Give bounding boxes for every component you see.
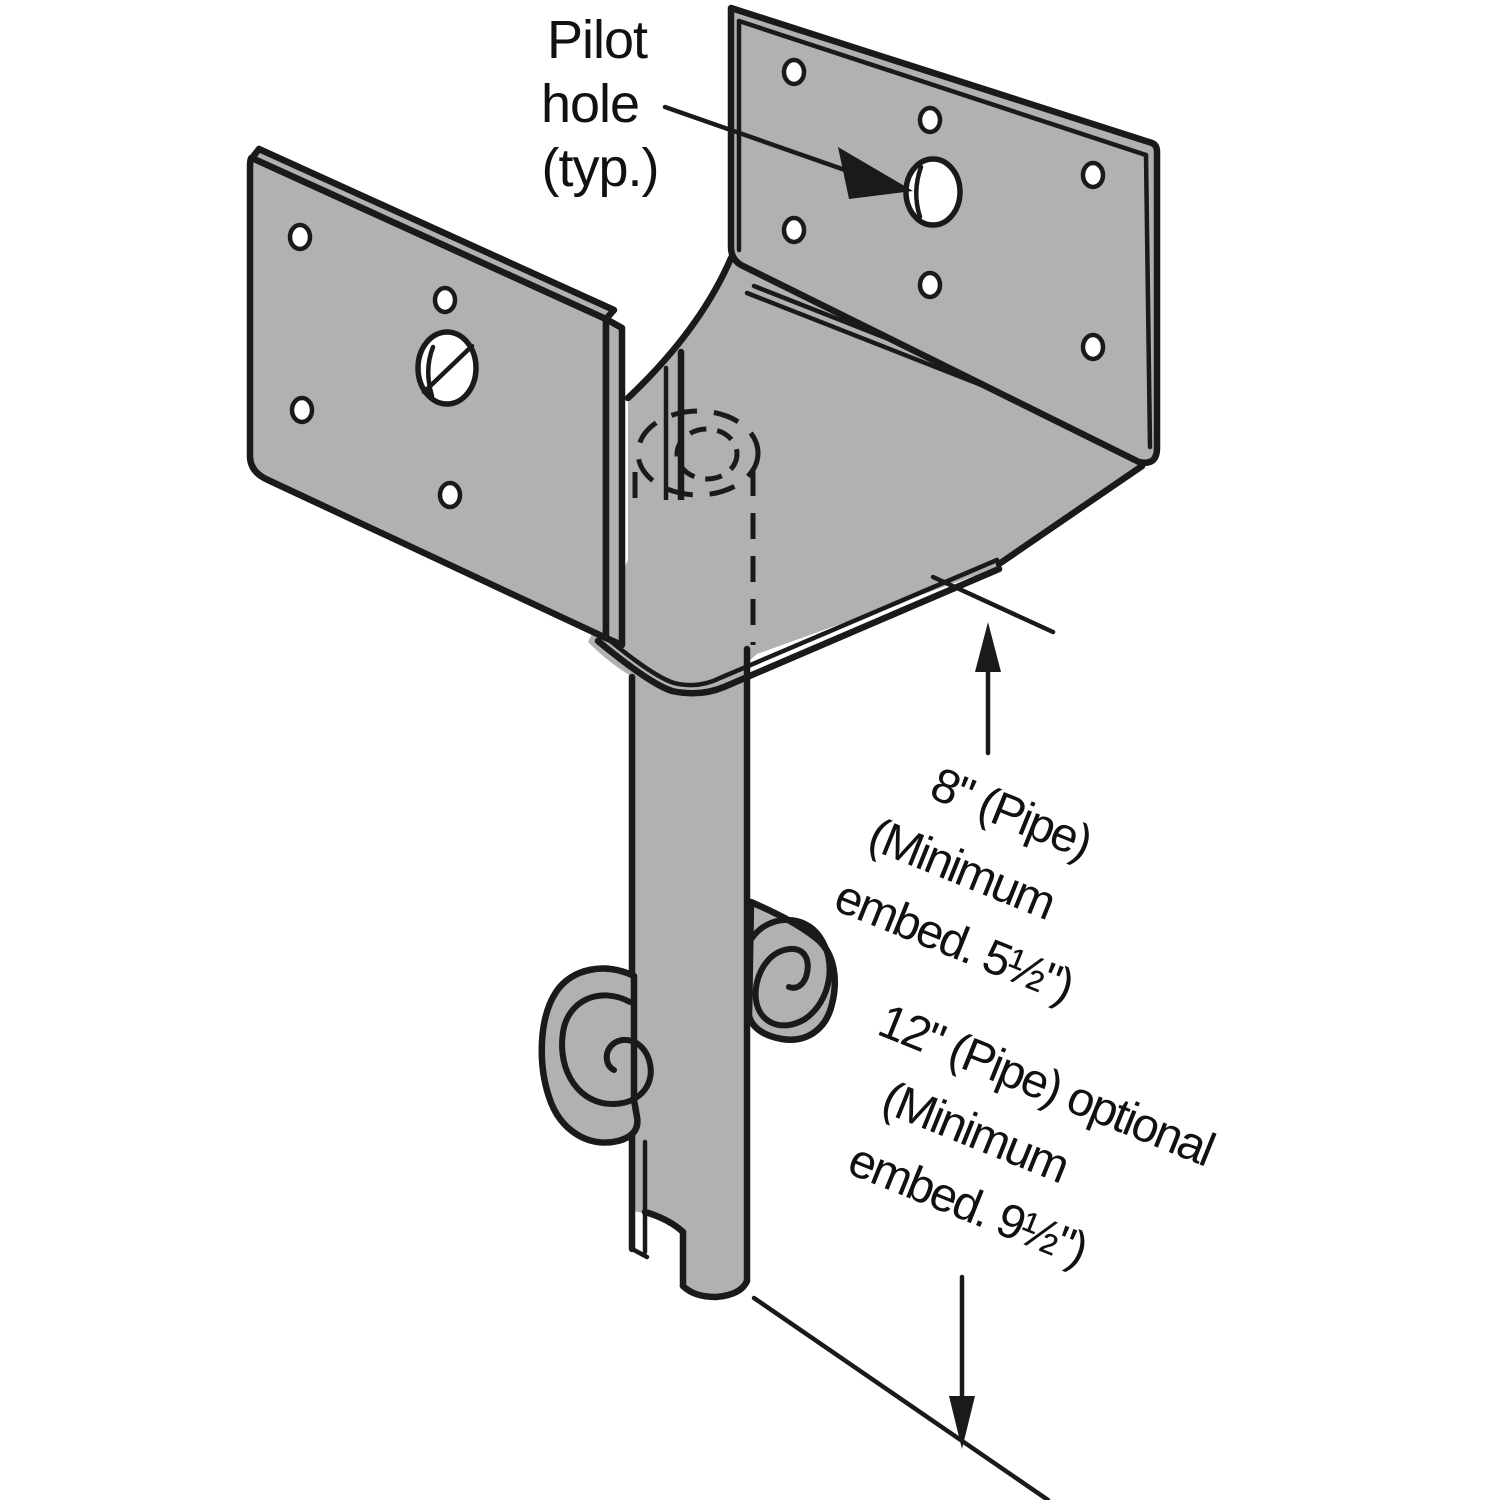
seat-front-edge-outer (594, 565, 1003, 697)
dim-lower-label: 12" (Pipe) optional (Minimum embed. 9½") (841, 995, 1220, 1277)
hook-left-curl (559, 992, 654, 1108)
dimension-upper (930, 574, 1056, 756)
pilot-hole-small (432, 285, 458, 315)
dimension-lower (751, 1274, 1051, 1500)
pilot-hole-label: Pilot hole (typ.) (541, 10, 660, 198)
seat-front-edge-inner (599, 557, 1000, 688)
extension-tick-upper (930, 574, 1056, 635)
dim-arrow-down-icon (949, 1396, 975, 1449)
left-plate-pilot-holes-small (287, 222, 463, 510)
pilot-hole-small (289, 395, 315, 425)
pipe-wall-bottom-connector (629, 1246, 650, 1260)
hook-left-tab (538, 965, 641, 1146)
pilot-hole-small (917, 270, 943, 300)
pilot-hole-leader (662, 104, 913, 199)
pipe-notch-cutout (650, 1222, 679, 1282)
pilot-hole-large-left-shade (426, 344, 436, 399)
pipe-bottom-arc (679, 1277, 751, 1301)
right-plate (727, 4, 1161, 466)
dim-arrow-up-icon (975, 622, 1001, 672)
pilot-hole-small (1080, 332, 1106, 362)
right-plate-pilot-holes-small (781, 57, 1106, 362)
right-plate-top-thickness (736, 18, 1149, 158)
pilot-hole-small (781, 57, 807, 87)
pilot-hole-small (437, 480, 463, 510)
dim-upper-label: 8" (Pipe) (Minimum embed. 5½") (827, 758, 1098, 1013)
hidden-pipe-top-inner (674, 426, 740, 482)
pilot-hole-small (781, 215, 807, 245)
pilot-hole-label-line1: Pilot (547, 10, 648, 70)
left-plate-top-thickness (248, 145, 618, 323)
pilot-hole-large-right-shade (914, 164, 924, 220)
pilot-hole-small (1080, 160, 1106, 190)
hidden-pipe-top-outer (635, 408, 761, 498)
pilot-hole-label-line3: (typ.) (541, 138, 658, 198)
leader-line (662, 104, 848, 173)
hook-right-curl (749, 916, 833, 1029)
seat-top-fold-curve (624, 254, 735, 402)
leader-arrowhead-icon (838, 147, 913, 199)
rebar-hook-right (745, 898, 838, 1043)
pilot-hole-large-left-chord (421, 343, 475, 395)
left-plate-right-thickness (602, 315, 626, 649)
pipe (628, 500, 751, 1301)
pilot-hole-small (917, 105, 943, 135)
hook-right-tab (745, 898, 838, 1043)
right-plate-right-thickness (1143, 152, 1153, 450)
seat-front-edge (594, 462, 1146, 697)
seat-right-edge (995, 462, 1146, 568)
left-plate (246, 145, 626, 649)
pilot-hole-small (287, 222, 313, 252)
pipe-body (630, 500, 750, 1298)
pilot-hole-label-line2: hole (541, 74, 639, 134)
rebar-hook-left (538, 965, 654, 1146)
extension-tick-lower (751, 1295, 1051, 1500)
